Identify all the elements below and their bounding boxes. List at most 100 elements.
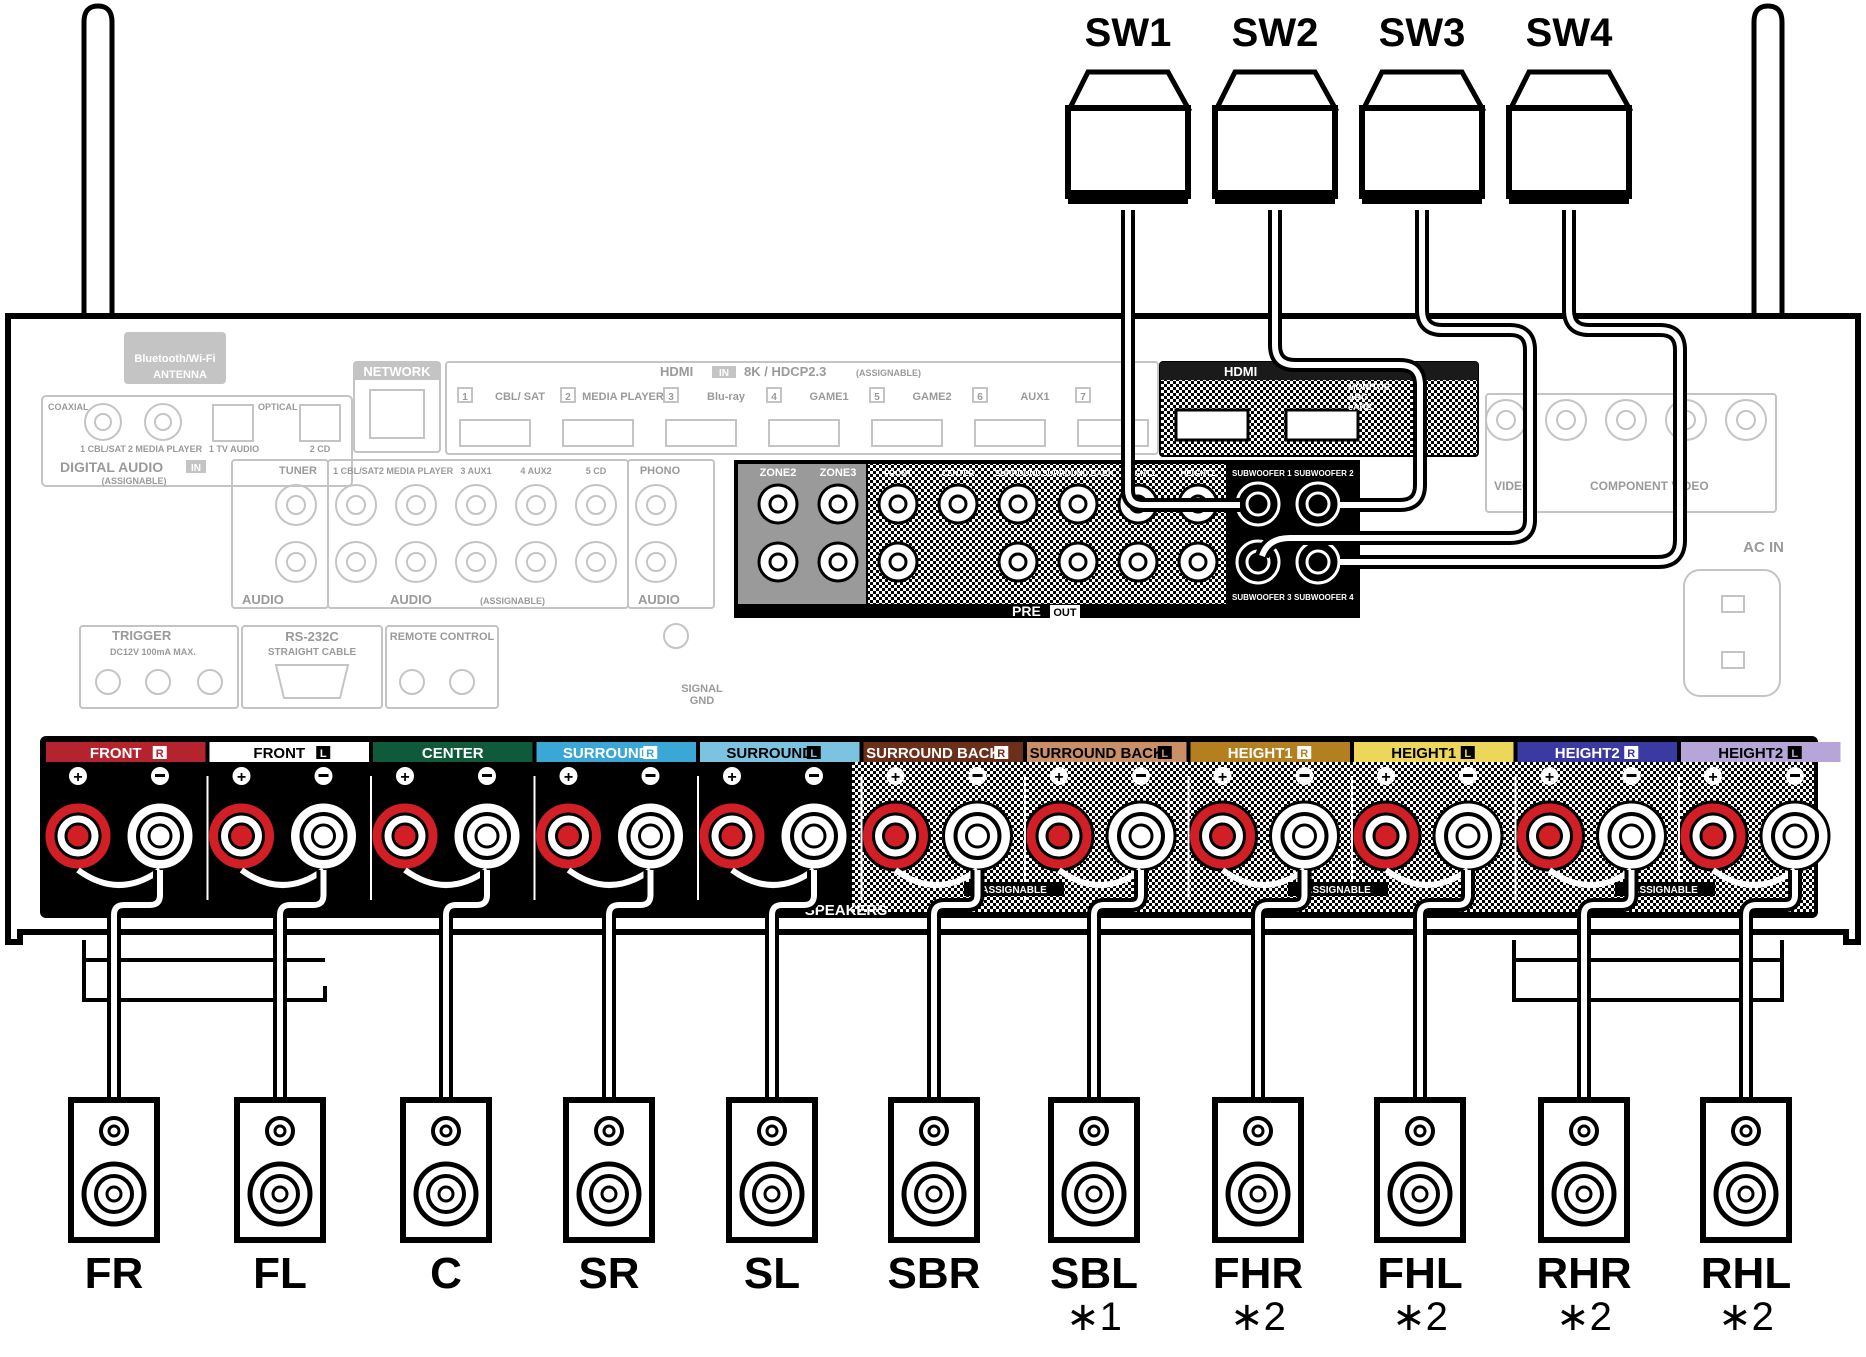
subwoofer-top bbox=[1212, 69, 1340, 111]
cable-inner bbox=[1091, 870, 1144, 1100]
video-jack-center bbox=[1616, 410, 1636, 430]
svg-text:HDMI: HDMI bbox=[1224, 364, 1257, 379]
pre-out-jack-center bbox=[948, 494, 968, 514]
tweeter-center bbox=[107, 1124, 121, 1138]
cable-inner bbox=[1743, 870, 1798, 1100]
tweeter-center bbox=[1413, 1124, 1427, 1138]
side-badge bbox=[152, 746, 167, 759]
bt-antenna-label-2: ANTENNA bbox=[153, 369, 207, 381]
cable-inner bbox=[1417, 870, 1471, 1100]
minus-sign bbox=[809, 774, 819, 777]
side-badge-label: L bbox=[1464, 748, 1471, 760]
pre-channel-label: HEIGHT2 bbox=[1181, 469, 1216, 478]
minus-sign bbox=[1463, 774, 1473, 777]
minus-sign bbox=[155, 774, 165, 777]
red-terminal-core bbox=[1699, 822, 1727, 850]
terminal-link bbox=[1220, 867, 1307, 888]
hdmi-input-label: AUX1 bbox=[1020, 391, 1049, 403]
cable-inner bbox=[606, 870, 654, 1100]
rs232c-label: RS-232C bbox=[285, 629, 339, 644]
woofer-center bbox=[437, 1185, 455, 1203]
plus-sign: + bbox=[564, 769, 573, 786]
optical-jack-1 bbox=[212, 404, 254, 442]
terminal-link bbox=[566, 867, 653, 888]
cable-inner bbox=[1255, 870, 1308, 1100]
white-terminal-core bbox=[638, 823, 663, 849]
terminal-header-label: FRONT bbox=[90, 745, 142, 762]
speaker-note: ∗2 bbox=[1392, 1295, 1448, 1339]
svg-text:DC12V 100mA MAX.: DC12V 100mA MAX. bbox=[110, 647, 196, 657]
terminal-header-label: CENTER bbox=[422, 745, 484, 762]
rca-jack bbox=[335, 484, 377, 526]
rca-jack-center bbox=[646, 495, 666, 515]
hdmi-port-number-box bbox=[663, 387, 679, 403]
white-terminal-core bbox=[474, 823, 500, 849]
rca-jack-center bbox=[286, 552, 306, 572]
svg-text:eARC: eARC bbox=[1348, 402, 1373, 412]
subwoofer-label: SW3 bbox=[1379, 11, 1466, 55]
tweeter-center bbox=[273, 1124, 287, 1138]
subwoofer-jack-center bbox=[1245, 491, 1271, 517]
sub-cable-inner bbox=[1259, 210, 1533, 558]
hdmi-input-label: GAME2 bbox=[912, 391, 951, 403]
speaker-note: ∗2 bbox=[1718, 1295, 1774, 1339]
plus-sign: + bbox=[727, 769, 736, 786]
terminal-header-label: HEIGHT1 bbox=[1228, 745, 1293, 762]
terminal-header-label: FRONT bbox=[253, 745, 305, 762]
cable-inner bbox=[769, 870, 817, 1100]
white-terminal-core bbox=[311, 823, 336, 849]
rca-jack bbox=[335, 541, 377, 583]
white-terminal-core bbox=[147, 823, 173, 849]
minus-sign bbox=[482, 774, 492, 777]
side-badge-label: L bbox=[810, 748, 817, 760]
zone-jack-center bbox=[828, 494, 848, 514]
side-badge-label: R bbox=[997, 748, 1005, 760]
terminal-link bbox=[403, 867, 489, 888]
hdmi-port-number-box bbox=[869, 387, 885, 403]
hdmi-input-port bbox=[562, 419, 634, 447]
trigger-label: TRIGGER bbox=[112, 628, 172, 643]
svg-text:GND: GND bbox=[690, 695, 715, 707]
rca-jack-center bbox=[646, 552, 666, 572]
rca-jack bbox=[575, 484, 617, 526]
subwoofer2-label: SUBWOOFER 2 bbox=[1294, 469, 1354, 478]
terminal-header-label: SURROUND bbox=[726, 745, 813, 762]
terminal-link bbox=[1711, 867, 1797, 888]
subwoofer-body bbox=[1065, 105, 1191, 199]
woofer-center bbox=[600, 1185, 618, 1203]
speaker-label: SL bbox=[744, 1249, 800, 1298]
rca-jack-center bbox=[526, 552, 546, 572]
plus-sign: + bbox=[1381, 769, 1390, 786]
svg-text:IN: IN bbox=[719, 368, 729, 379]
hdmi-port-number: 5 bbox=[874, 392, 880, 403]
plus-marker bbox=[559, 767, 578, 785]
plus-marker bbox=[1704, 767, 1722, 785]
pre-out-jack-center bbox=[1008, 494, 1028, 514]
tweeter-center bbox=[1087, 1124, 1101, 1138]
hdmi-port-number: 6 bbox=[977, 392, 983, 403]
digital-audio-label: DIGITAL AUDIO bbox=[60, 459, 163, 475]
speaker-label: FHL bbox=[1377, 1249, 1463, 1298]
hdmi-in-label: HDMI bbox=[660, 364, 693, 379]
plus-sign: + bbox=[237, 769, 246, 786]
subwoofer-base bbox=[1215, 190, 1335, 204]
subwoofer-label: SW1 bbox=[1085, 11, 1172, 55]
tweeter-center bbox=[765, 1124, 779, 1138]
rca-jack-center bbox=[346, 552, 366, 572]
hdmi-port-number-box bbox=[1075, 387, 1091, 403]
video-jack-center bbox=[1556, 410, 1576, 430]
side-badge bbox=[1460, 746, 1475, 759]
subwoofer-jack-center bbox=[1305, 549, 1331, 575]
subwoofer-top bbox=[1359, 69, 1487, 111]
hdmi-input-label: MEDIA PLAYER bbox=[582, 391, 664, 403]
tweeter-center bbox=[1251, 1124, 1265, 1138]
rca-jack bbox=[395, 541, 437, 583]
speaker-label: RHR bbox=[1536, 1249, 1631, 1298]
side-badge-label: R bbox=[1300, 748, 1308, 760]
hdmi-input-port bbox=[665, 419, 737, 447]
pre-out-jack-center bbox=[888, 552, 908, 572]
subwoofer-label: SW2 bbox=[1232, 11, 1319, 55]
